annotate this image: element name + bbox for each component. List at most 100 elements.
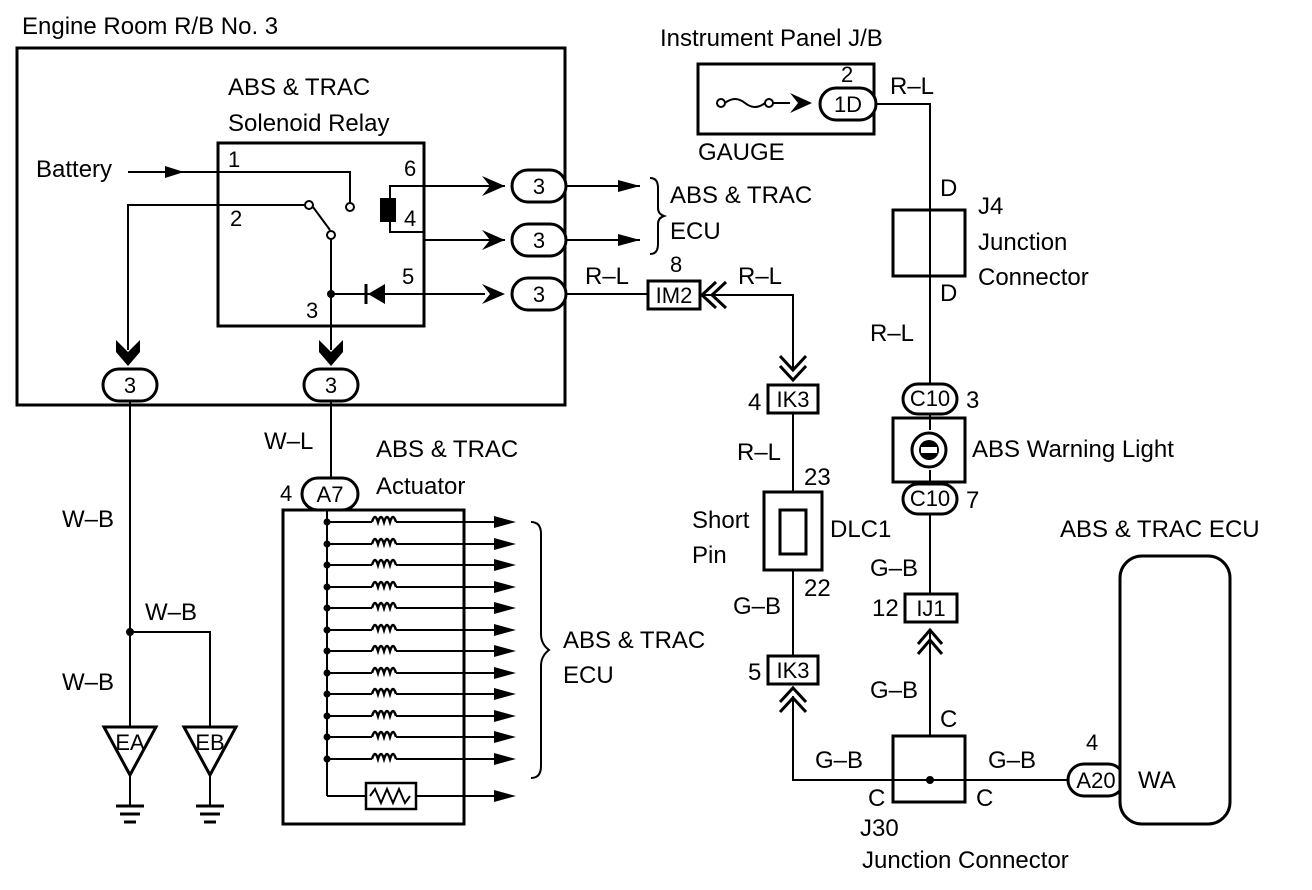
wire-rl-j4: R–L [870, 320, 914, 347]
ecu-right-wa: WA [1138, 767, 1176, 794]
relay-pin-1: 1 [228, 147, 240, 172]
solenoid-valve-row [323, 537, 516, 550]
connector-3-left-bottom: 3 [101, 367, 159, 403]
connector-3-pin5: 3 [510, 276, 568, 312]
actuator-label-line2: Actuator [376, 473, 465, 500]
ij1-pin-12: 12 [872, 595, 899, 622]
wire-rl-gauge: R–L [890, 73, 934, 100]
solenoid-valve-row [323, 558, 516, 571]
pin2-arrow-down [116, 340, 140, 366]
solenoid-valve-row [323, 623, 516, 636]
connector-ij1: IJ1 [903, 592, 959, 624]
resistor-row [327, 781, 516, 811]
c10-pin-3: 3 [966, 387, 979, 414]
ik3-bottom-chevron-1 [778, 685, 808, 704]
ecu-out-arrow-2 [618, 234, 640, 246]
solenoid-relay-box [216, 141, 426, 328]
a20-pin-4: 4 [1086, 730, 1098, 755]
connector-c10-bottom: C10 [901, 482, 959, 516]
connector-3-label: 3 [533, 174, 545, 199]
ecu-top-brace [649, 177, 668, 255]
wire-gb-dlc: G–B [733, 593, 781, 620]
svg-text:C10: C10 [910, 486, 950, 511]
relay-label-line2: Solenoid Relay [228, 110, 389, 137]
svg-text:C10: C10 [910, 386, 950, 411]
pin6-arrow [482, 176, 505, 196]
solenoid-valve-row [323, 601, 516, 614]
short-pin-line2: Pin [692, 542, 727, 569]
solenoid-valve-row [323, 515, 516, 528]
connector-3-mid-bottom: 3 [302, 367, 360, 403]
c10-pin-7: 7 [966, 487, 979, 514]
j30-c-top: C [940, 706, 957, 733]
j4-d-top: D [940, 175, 957, 202]
solenoid-valve-row [323, 730, 516, 743]
ik3-top-chevron-2 [778, 364, 808, 383]
svg-text:IK3: IK3 [776, 658, 809, 683]
connector-ik3-top: IK3 [766, 383, 820, 415]
relay-common-contact [326, 230, 336, 240]
solenoid-valve-row [323, 580, 516, 593]
battery-arrow [165, 166, 184, 178]
gauge-fuse-icon [716, 93, 812, 113]
warning-lamp-icon [910, 431, 948, 469]
wire-rl-ik3: R–L [737, 439, 781, 466]
relay-pin2-wire [127, 204, 305, 350]
relay-switch-arm [312, 206, 331, 231]
svg-text:A20: A20 [1076, 768, 1115, 793]
ecu-mid-label-line1: ABS & TRAC [563, 627, 705, 654]
relay-coil [380, 198, 396, 222]
j4-label-line2: Connector [978, 264, 1089, 291]
ground-point-ea: EA [101, 725, 159, 824]
actuator-box [281, 508, 466, 826]
relay-contact-nc [304, 200, 314, 210]
connector-3-label: 3 [325, 373, 337, 398]
wire-gb-ij1: G–B [870, 677, 918, 704]
ecu-top-label-line2: ECU [670, 218, 721, 245]
j4-d-bottom: D [940, 280, 957, 307]
wire-wb-3: W–B [62, 669, 114, 696]
ground-ea-label: EA [115, 730, 145, 755]
relay-pin-6: 6 [404, 156, 416, 181]
actuator-label-line1: ABS & TRAC [376, 436, 518, 463]
pin3-arrow-down [319, 340, 343, 366]
connector-3-pin6: 3 [510, 168, 568, 204]
connector-a7: A7 [300, 476, 360, 512]
wire-gb-light: G–B [870, 555, 918, 582]
svg-text:IJ1: IJ1 [916, 596, 945, 621]
pin5-arrow [482, 284, 505, 304]
gauge-label: GAUGE [698, 139, 785, 166]
battery-label: Battery [36, 156, 112, 183]
relay-diode [368, 284, 385, 304]
j30-label: Junction Connector [862, 847, 1069, 874]
connector-ik3-bottom: IK3 [766, 654, 820, 686]
a7-pin-4: 4 [280, 481, 292, 506]
ik3-top-chevron-1 [778, 354, 808, 373]
connector-3-label: 3 [124, 373, 136, 398]
relay-pin-2: 2 [230, 206, 242, 231]
wire-rl-im2-right-line [702, 294, 794, 370]
pin4-arrow [482, 230, 505, 250]
j30-id: J30 [860, 815, 899, 842]
relay-junction-dot [327, 290, 335, 298]
engine-room-label: Engine Room R/B No. 3 [22, 13, 278, 40]
wire-gb-j30-left-line [792, 696, 930, 781]
relay-label-line1: ABS & TRAC [228, 74, 370, 101]
solenoid-valve-row [323, 644, 516, 657]
wire-wb-1: W–B [62, 506, 114, 533]
relay-pin-3: 3 [306, 298, 318, 323]
abs-warning-light-label: ABS Warning Light [972, 436, 1174, 463]
j30-c-left: C [868, 785, 885, 812]
ecu-mid-label-line2: ECU [563, 662, 614, 689]
connector-im2: IM2 [646, 279, 702, 311]
actuator-solenoids [323, 515, 516, 811]
relay-pin-4: 4 [404, 206, 416, 231]
ik3-bottom-chevron-2 [778, 695, 808, 714]
ground-point-eb: EB [181, 725, 239, 824]
dlc1-label: DLC1 [830, 516, 891, 543]
connector-3-label: 3 [533, 228, 545, 253]
connector-a20: A20 [1066, 762, 1126, 798]
svg-text:IK3: IK3 [776, 387, 809, 412]
ik3-bottom-pin-5: 5 [748, 659, 761, 686]
wire-rl-im2-left: R–L [585, 263, 629, 290]
